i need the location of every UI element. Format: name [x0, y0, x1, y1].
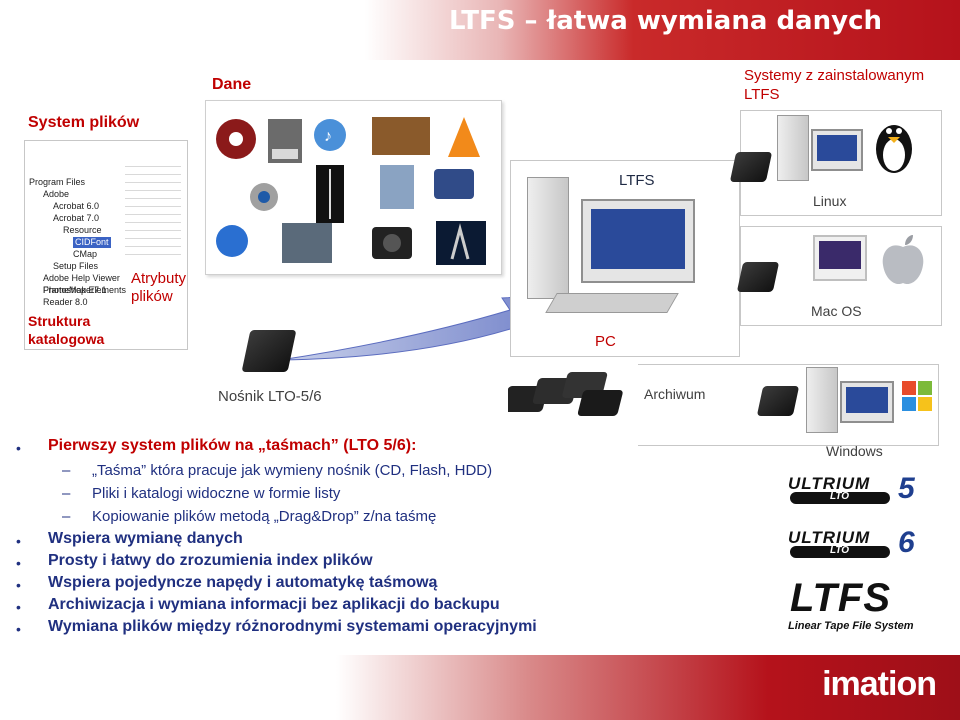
imation-logo: imation — [822, 665, 937, 703]
tape-cartridge-icon — [736, 262, 780, 292]
linux-label: Linux — [813, 193, 847, 209]
data-media-box: ♪ — [205, 100, 502, 275]
ltfs-logo: LTFS Linear Tape File System — [788, 576, 914, 632]
linux-box: Linux — [740, 110, 942, 216]
pc-tower-icon — [777, 115, 809, 181]
windows-label: Windows — [826, 443, 883, 459]
tree-item: Acrobat 6.0 — [53, 201, 100, 211]
header-bar — [0, 0, 960, 60]
windows-box: Archiwum — [638, 364, 939, 446]
tree-item: Setup Files — [53, 261, 99, 271]
file-explorer-box: Program Files Adobe Acrobat 6.0 Acrobat … — [24, 140, 188, 350]
bullet-3: Prosty i łatwy do zrozumienia index plik… — [48, 552, 373, 569]
imac-icon — [813, 235, 867, 281]
media-icons: ♪ — [216, 117, 486, 265]
bullet-5: Archiwizacja i wymiana informacji bez ap… — [48, 596, 500, 613]
page-title: LTFS – łatwa wymiana danych — [449, 6, 882, 36]
windows-logo-icon — [902, 381, 932, 411]
attributes-label: Atrybuty plików — [131, 270, 187, 305]
pc-monitor-icon — [581, 199, 695, 283]
bullet-4: Wspiera pojedyncze napędy i automatykę t… — [48, 574, 438, 591]
tape-library-icon — [508, 372, 623, 416]
footer-bar — [0, 655, 960, 720]
pc-monitor-icon — [840, 381, 894, 423]
keyboard-icon — [545, 293, 679, 313]
data-label: Dane — [212, 76, 252, 93]
file-system-label: System plików — [28, 114, 140, 131]
medium-label: Nośnik LTO-5/6 — [218, 388, 322, 405]
sub-bullet-1: „Taśma” która pracuje jak wymieny nośnik… — [92, 462, 493, 479]
systems-label: Systemy z zainstalowanym LTFS — [744, 67, 925, 103]
folder-tree: Program Files Adobe Acrobat 6.0 Acrobat … — [29, 147, 179, 295]
tree-item: CMap — [73, 249, 98, 259]
archive-label: Archiwum — [644, 386, 706, 402]
tree-item: Acrobat 7.0 — [53, 213, 100, 223]
tree-item: FrameMaker7.1 — [43, 285, 107, 295]
tree-item: Program Files — [29, 177, 86, 187]
ltfs-label: LTFS — [619, 172, 655, 189]
ultrium-lto5-logo: ULTRIUM LTO 5 — [788, 472, 915, 505]
tree-item: Resource — [63, 225, 102, 235]
structure-label: Struktura katalogowa — [28, 313, 105, 347]
linux-tux-icon — [876, 125, 912, 173]
file-details-list — [125, 159, 181, 259]
pc-box: LTFS PC — [510, 160, 740, 357]
sub-bullet-2: Pliki i katalogi widoczne w formie listy — [92, 485, 341, 502]
pc-monitor-icon — [811, 129, 863, 171]
ultrium-lto6-logo: ULTRIUM LTO 6 — [788, 526, 915, 559]
bullet-6: Wymiana plików między różnorodnymi syste… — [48, 618, 537, 635]
tree-item: Adobe — [43, 189, 70, 199]
bullet-2: Wspiera wymianę danych — [48, 530, 243, 547]
tree-item: Adobe Help Viewer — [43, 273, 120, 283]
bullet-1: Pierwszy system plików na „taśmach” (LTO… — [48, 437, 417, 454]
sub-bullet-3: Kopiowanie plików metodą „Drag&Drop” z/n… — [92, 508, 437, 525]
tree-item-selected: CIDFont — [73, 237, 111, 248]
svg-text:♪: ♪ — [324, 128, 332, 145]
apple-logo-icon — [882, 235, 924, 285]
pc-label: PC — [595, 333, 616, 350]
tree-item: Reader 8.0 — [43, 297, 88, 307]
macos-label: Mac OS — [811, 303, 862, 319]
pc-tower-icon — [527, 177, 569, 299]
tape-cartridge-icon — [756, 386, 800, 416]
tape-cartridge-icon — [241, 330, 297, 372]
tape-cartridge-icon — [729, 152, 773, 182]
tree-item: Photoshop Elements — [43, 285, 127, 295]
pc-tower-icon — [806, 367, 838, 433]
